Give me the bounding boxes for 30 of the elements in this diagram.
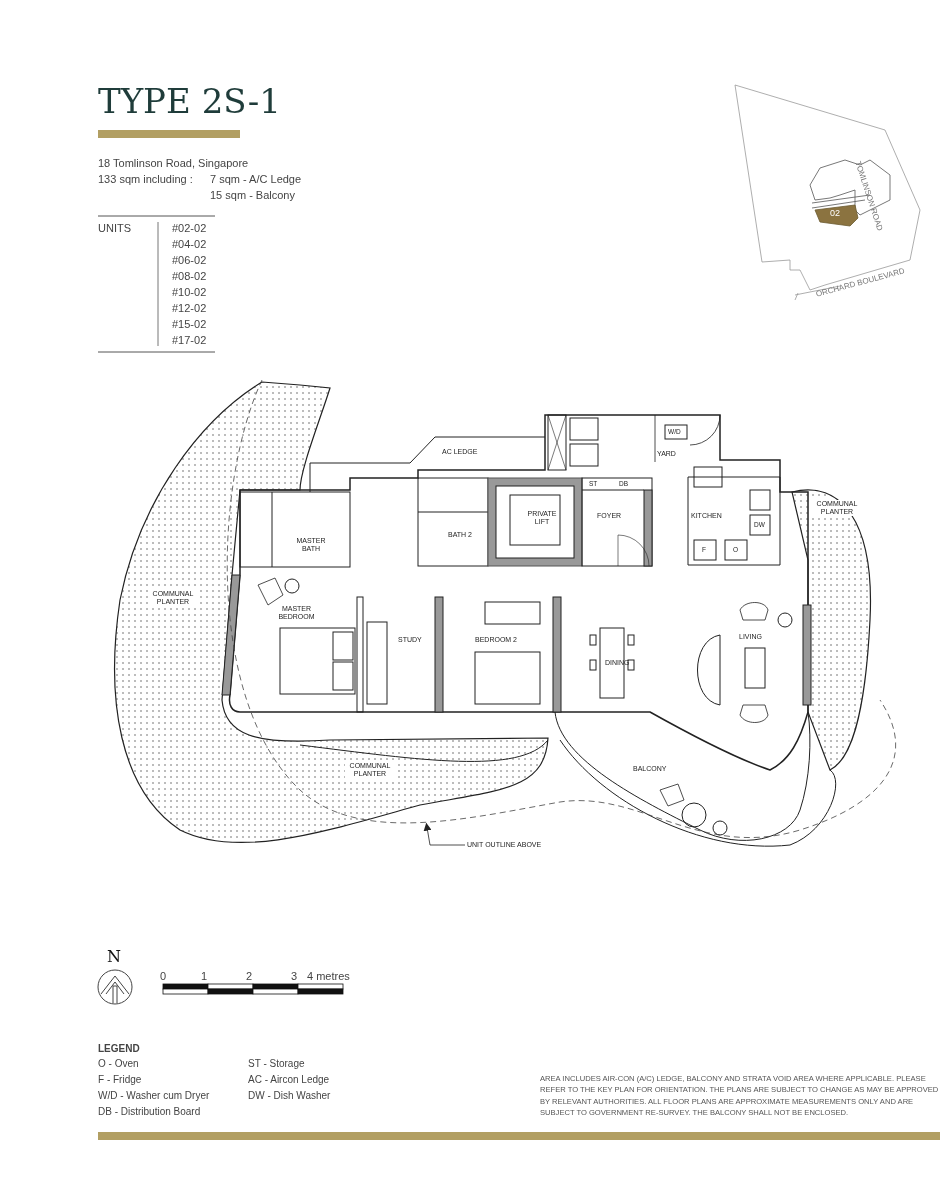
- legend-entry: F - Fridge: [98, 1074, 142, 1086]
- unit-outline: [227, 379, 897, 838]
- legend-entry: DW - Dish Washer: [248, 1090, 331, 1102]
- title: TYPE 2S-1: [98, 82, 281, 122]
- legend-entry: AC - Aircon Ledge: [248, 1074, 330, 1086]
- area-item: 15 sqm - Balcony: [210, 189, 295, 202]
- north-label: N: [107, 948, 121, 967]
- scale-label: 4 metres: [307, 970, 350, 983]
- unit-number: #10-02: [172, 286, 207, 299]
- area-text: 133 sqm including :: [98, 173, 193, 186]
- unit-number: #04-02: [172, 238, 207, 251]
- scale-number: 3: [291, 970, 298, 983]
- scale-number: 2: [246, 970, 253, 983]
- unit-number: #15-02: [172, 318, 207, 331]
- legend-entry: W/D - Washer cum Dryer: [98, 1090, 210, 1102]
- legend-entry: DB - Distribution Board: [98, 1106, 201, 1118]
- legend-entry: ST - Storage: [248, 1058, 305, 1070]
- legend-entry: O - Oven: [98, 1058, 139, 1070]
- scale-number: 0: [160, 970, 167, 983]
- unit-number: #17-02: [172, 334, 207, 347]
- area-item: 7 sqm - A/C Ledge: [210, 173, 302, 186]
- scale-number: 1: [201, 970, 208, 983]
- unit-number: #08-02: [172, 270, 207, 283]
- legend-heading: LEGEND: [98, 1043, 140, 1055]
- unit-number: #02-02: [172, 222, 207, 235]
- table-header: UNITS: [98, 222, 131, 235]
- unit-number: #12-02: [172, 302, 207, 315]
- address-text: 18 Tomlinson Road, Singapore: [98, 157, 249, 170]
- unit-tag: 02: [830, 208, 840, 219]
- unit-number: #06-02: [172, 254, 207, 267]
